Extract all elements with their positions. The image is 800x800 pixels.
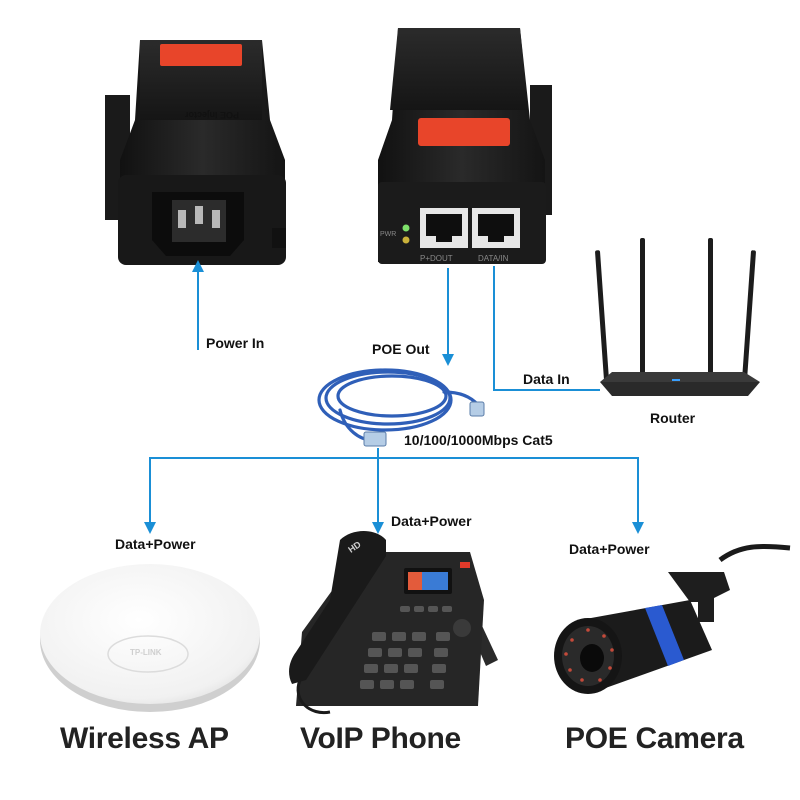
cable-spec-label: 10/100/1000Mbps Cat5 xyxy=(404,432,553,448)
data-power-ap-label: Data+Power xyxy=(115,536,196,552)
router-label: Router xyxy=(650,410,696,426)
power-led-icon xyxy=(402,224,410,232)
power-in-label: Power In xyxy=(206,335,265,351)
wireless-ap-icon xyxy=(40,564,260,712)
injector-power-side xyxy=(105,40,286,265)
data-in-label: Data In xyxy=(523,371,570,387)
data-power-phone-label: Data+Power xyxy=(391,513,472,529)
injector-sticker-left xyxy=(160,44,242,66)
injector-data-side xyxy=(378,28,552,264)
rj45-plug-icon xyxy=(363,401,485,447)
port-out-label: P+DOUT xyxy=(420,254,453,263)
distribution-arrows xyxy=(144,457,644,534)
poe-out-label: POE Out xyxy=(372,341,430,357)
arrows xyxy=(144,260,644,534)
status-led-icon xyxy=(402,236,410,244)
led-label: PWR xyxy=(380,231,397,238)
port-in-label: DATA/IN xyxy=(478,254,509,263)
injector-sticker-right xyxy=(418,118,510,146)
voip-phone-icon xyxy=(289,531,498,715)
poe-camera-title: POE Camera xyxy=(565,722,744,755)
voip-phone-title: VoIP Phone xyxy=(300,722,461,755)
wireless-ap-title: Wireless AP xyxy=(60,722,229,755)
router-icon xyxy=(595,238,760,396)
poe-camera-icon xyxy=(554,543,791,694)
data-power-camera-label: Data+Power xyxy=(569,541,650,557)
ap-brand-text: TP-LINK xyxy=(130,648,162,657)
injector-sticker-text: POE Injector xyxy=(185,110,240,120)
data-in-line xyxy=(493,266,600,391)
cat5-cable-icon xyxy=(317,368,480,442)
